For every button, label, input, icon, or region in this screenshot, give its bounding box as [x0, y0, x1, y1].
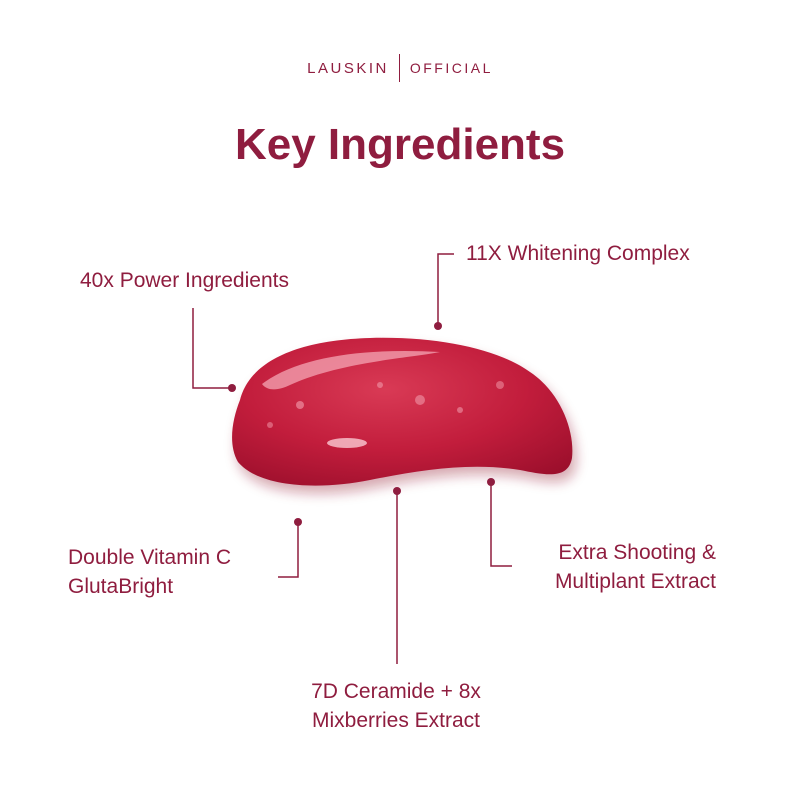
- swatch-highlight: [262, 350, 440, 390]
- callout-shooting-line1: Extra Shooting &: [558, 541, 716, 564]
- callout-dot-shooting: [487, 478, 495, 486]
- brand-divider: [398, 54, 400, 82]
- callout-ceramide-line2: Mixberries Extract: [311, 709, 481, 732]
- callout-shooting-line2: Multiplant Extract: [554, 570, 716, 593]
- swatch-bubble: [496, 381, 504, 389]
- callout-ceramide: 7D Ceramide + 8x Mixberries Extract: [276, 677, 516, 735]
- callout-whitening: 11X Whitening Complex: [466, 239, 690, 268]
- gloss-swatch: [232, 337, 573, 486]
- swatch-bubble: [457, 407, 463, 413]
- callout-dot-whitening: [434, 322, 442, 330]
- callout-line-whitening: [437, 253, 454, 326]
- swatch-highlight: [327, 438, 367, 448]
- callout-ceramide-line1: 7D Ceramide + 8x: [311, 680, 481, 703]
- callout-vitamin-line1: Double Vitamin C: [68, 546, 232, 569]
- brand-header: LAUSKIN OFFICIAL: [0, 54, 800, 82]
- callout-vitamin: Double Vitamin C GlutaBright: [68, 543, 231, 601]
- callout-whitening-text: 11X Whitening Complex: [466, 242, 690, 265]
- swatch-bubble: [267, 422, 273, 428]
- callout-line-power: [192, 308, 232, 389]
- callout-dot-vitamin: [294, 518, 302, 526]
- swatch-bubble: [377, 382, 383, 388]
- callout-vitamin-line2: GlutaBright: [68, 575, 174, 598]
- brand-sub: OFFICIAL: [409, 60, 493, 76]
- callout-line-vitamin: [278, 522, 299, 578]
- callout-dot-power: [228, 384, 236, 392]
- swatch-bubble: [296, 401, 304, 409]
- callout-line-shooting: [490, 482, 512, 567]
- swatch-bubble: [415, 395, 425, 405]
- callout-power: 40x Power Ingredients: [80, 266, 289, 295]
- callout-shooting: Extra Shooting & Multiplant Extract: [506, 538, 716, 596]
- callout-power-text: 40x Power Ingredients: [80, 269, 289, 292]
- callout-dot-ceramide: [393, 487, 401, 495]
- page-title: Key Ingredients: [234, 120, 566, 169]
- brand-name: LAUSKIN: [307, 59, 389, 77]
